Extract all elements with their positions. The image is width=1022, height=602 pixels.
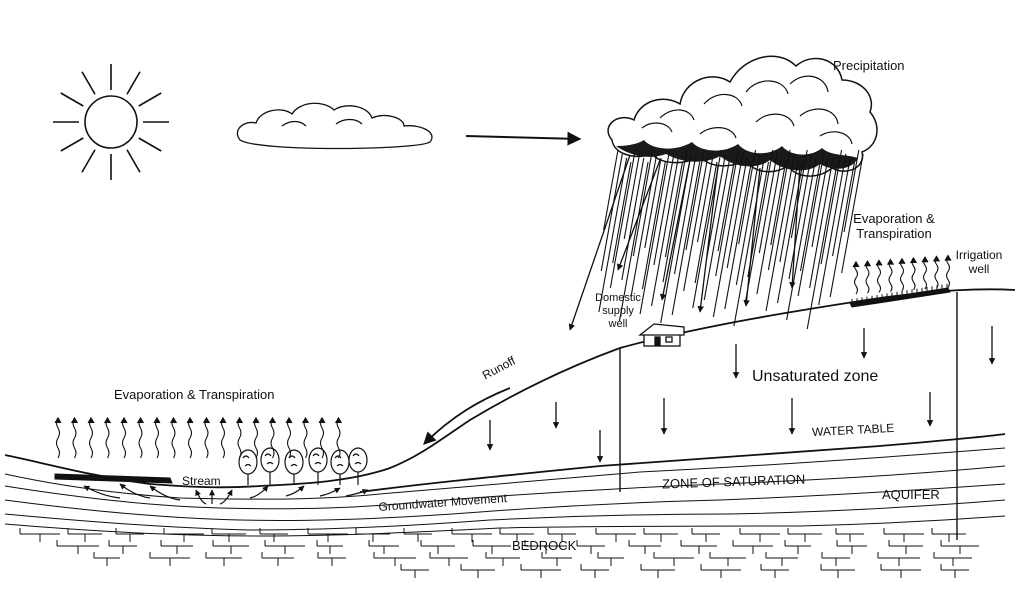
unsaturated-zone-label: Unsaturated zone <box>752 368 879 385</box>
cloud-icon <box>236 102 433 150</box>
precipitation-label: Precipitation <box>833 58 905 73</box>
stream-grass <box>54 473 173 484</box>
evaporation-transpiration-right-label: Evaporation & Transpiration <box>838 211 950 241</box>
evaporation-arrows-left <box>54 416 342 459</box>
infiltration-arrows <box>486 326 996 463</box>
domestic-supply-well-label: Domestic supply well <box>584 292 652 331</box>
sun-icon <box>53 64 169 180</box>
storm-cloud-icon <box>607 55 878 177</box>
evaporation-transpiration-left-label: Evaporation & Transpiration <box>114 387 275 402</box>
stream-label: Stream <box>182 474 221 488</box>
bedrock-label: BEDROCK <box>512 538 577 553</box>
irrigation-line-2: well <box>968 262 990 276</box>
domestic-line-3: well <box>608 318 628 330</box>
runoff-arrow <box>423 387 511 445</box>
irrigation-well-label: Irrigation well <box>946 248 1012 276</box>
domestic-line-2: supply <box>602 305 634 317</box>
evap-right-line-2: Transpiration <box>856 226 932 241</box>
bedrock-blocks <box>19 528 979 578</box>
irrigation-line-1: Irrigation <box>955 248 1003 262</box>
evaporation-arrows-right <box>852 254 952 295</box>
domestic-line-1: Domestic <box>595 292 641 304</box>
tree-icon <box>238 447 368 485</box>
crop-strip <box>849 283 951 308</box>
arrow-right-icon <box>465 131 582 146</box>
house-icon <box>638 323 685 347</box>
ground-profile <box>4 288 1016 537</box>
aquifer-label: AQUIFER <box>882 487 940 502</box>
rain-streaks <box>568 149 864 331</box>
evap-right-line-1: Evaporation & <box>853 211 935 226</box>
groundwater-flow-arrows <box>83 483 369 505</box>
